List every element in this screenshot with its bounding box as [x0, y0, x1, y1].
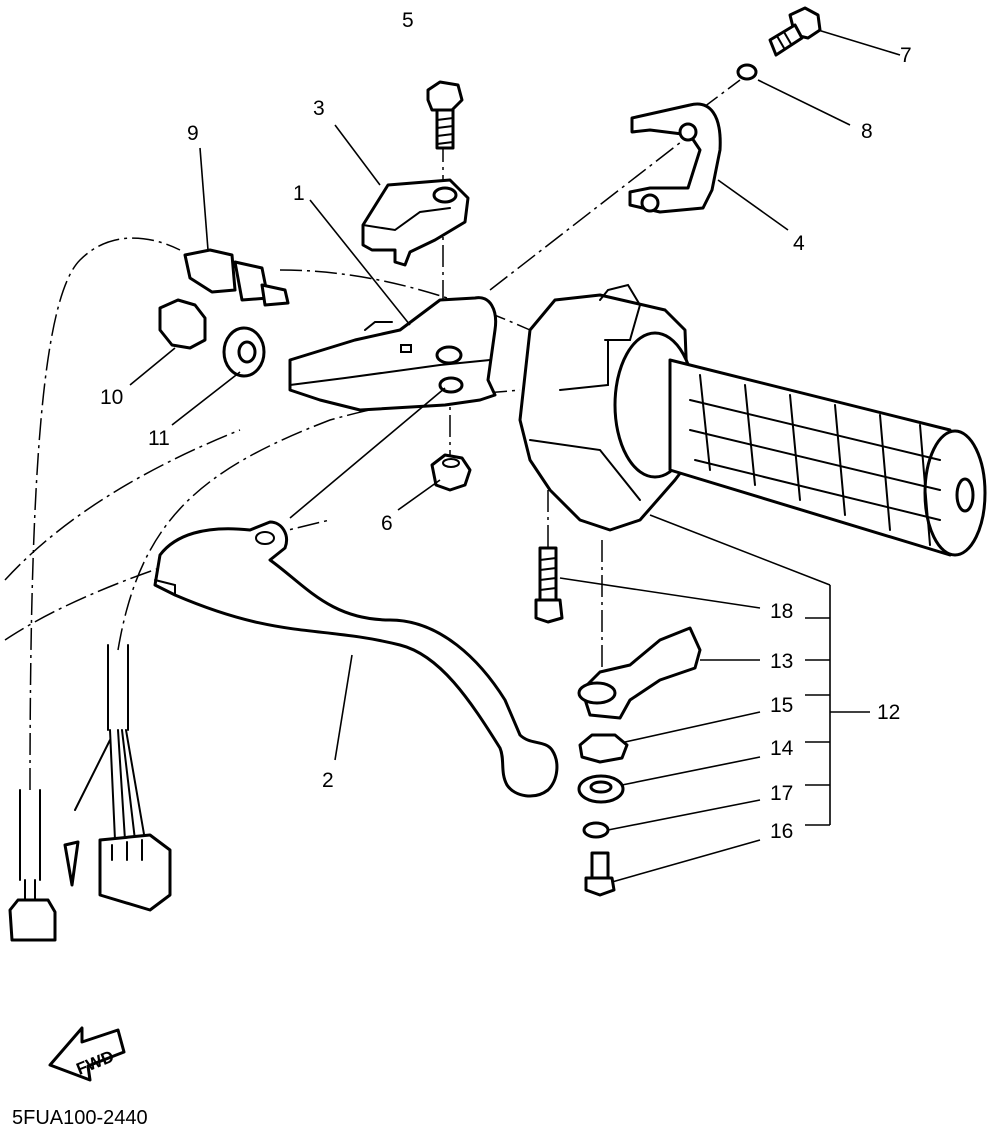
adjuster-9	[183, 248, 290, 307]
nut-6	[430, 453, 472, 492]
callout-15: 15	[770, 694, 793, 717]
callout-13: 13	[770, 650, 793, 673]
washer-17	[582, 821, 610, 839]
drawing-code: 5FUA100-2440	[12, 1107, 148, 1129]
callout-7: 7	[900, 44, 912, 67]
washer-14	[577, 774, 625, 804]
callout-6: 6	[381, 512, 393, 535]
callout-3: 3	[313, 97, 325, 120]
fwd-arrow-icon: FWD	[48, 1026, 126, 1082]
callout-18: 18	[770, 600, 793, 623]
screw-16	[584, 851, 616, 897]
callout-14: 14	[770, 737, 794, 760]
leader-lines	[129, 29, 901, 883]
part-10	[158, 298, 207, 350]
grip-part	[668, 358, 987, 557]
part-11	[222, 326, 266, 378]
lever-part	[153, 520, 559, 798]
wiring-harness	[8, 644, 172, 942]
screw-5	[426, 80, 464, 150]
callout-17: 17	[770, 782, 793, 805]
clamp-4	[628, 102, 722, 214]
callout-numbers: 1 2 3 4 5 6 7 8 9 10 11 12 13 14 15 16 1…	[100, 9, 912, 843]
screw-18	[534, 546, 564, 624]
callout-16: 16	[770, 820, 793, 843]
callout-1: 1	[293, 182, 305, 205]
callout-2: 2	[322, 769, 334, 792]
callout-10: 10	[100, 386, 123, 409]
callout-12: 12	[877, 701, 900, 724]
callout-5: 5	[402, 9, 414, 32]
screw-7	[768, 6, 822, 57]
nut-15	[578, 733, 629, 764]
lever-holder-part	[288, 296, 498, 412]
callout-11: 11	[148, 427, 170, 450]
callout-4: 4	[793, 232, 805, 255]
part-13	[577, 626, 702, 720]
washer-8	[736, 63, 758, 81]
callout-9: 9	[187, 122, 199, 145]
callout-8: 8	[861, 120, 873, 143]
